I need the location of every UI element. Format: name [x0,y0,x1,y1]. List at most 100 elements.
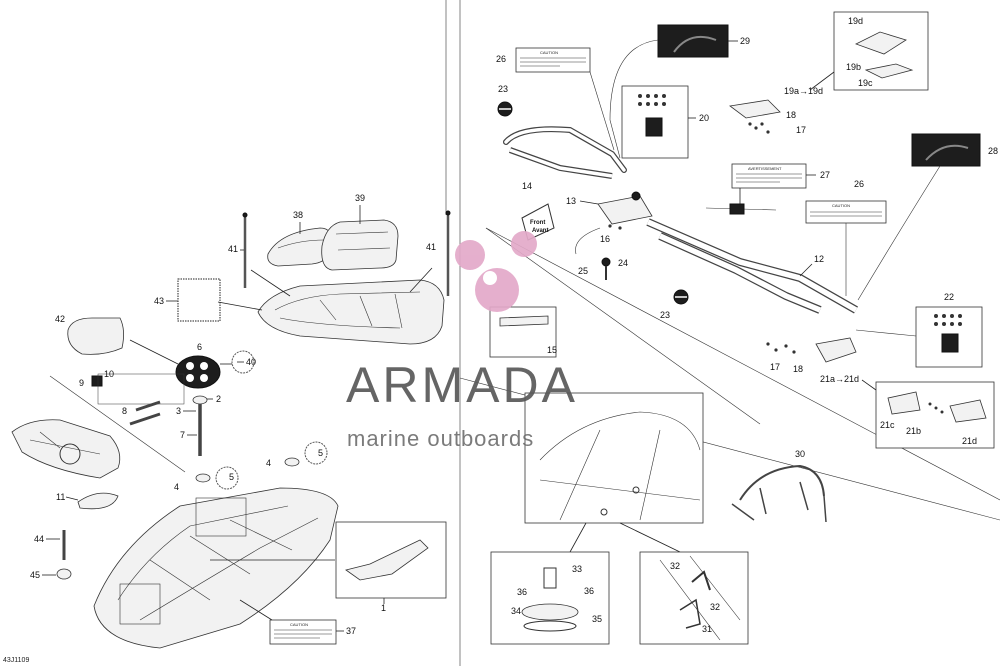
callout-27: 27 [820,170,830,180]
pole-41-right: 41 [426,210,451,296]
callout-4b: 4 [266,458,271,468]
decal-caution-37: CAUTION [290,622,308,627]
callout-22: 22 [944,292,954,302]
callout-37: 37 [346,626,356,636]
callout-25: 25 [578,266,588,276]
callout-32: 32 [670,561,680,571]
callout-17: 17 [796,125,806,135]
cover-43: 43 [154,278,221,322]
tower-detail-box [524,392,704,553]
callout-30: 30 [795,449,805,459]
decal-caution-26: CAUTION [540,50,558,55]
seat-cover-39: 39 [321,193,399,271]
callout-21b: 21b [906,426,921,436]
pole-41-left: 41 [228,212,248,288]
callout-23b: 23 [660,310,670,320]
callout-41: 41 [228,244,238,254]
callout-33: 33 [572,564,582,574]
callout-8: 8 [122,406,127,416]
callout-19d: 19d [848,16,863,26]
dark-decal-29: 29 [609,24,750,159]
part-33-36-box: 33 36 36 34 35 [490,551,610,645]
frame-13: 13 16 [566,191,653,244]
armada-watermark: ARMADA marine outboards [346,231,578,451]
callout-15: 15 [547,345,557,355]
callout-38: 38 [293,210,303,220]
warning-decal-27: AVERTISSEMENT 27 [731,163,830,206]
boat-top-view [217,267,445,345]
callout-31: 31 [702,624,712,634]
part-4-5: 4 5 4 5 [174,441,328,492]
side-console: 11 [11,419,121,510]
cupholder-plate-6: 6 [175,342,221,389]
callout-45: 45 [30,570,40,580]
callout-21a-21d: 21a→21d [820,374,859,384]
decal-caution-26b: CAUTION [832,203,850,208]
dark-decal-28: 28 [857,133,998,301]
callout-44: 44 [34,534,44,544]
part-21-box: 21c 21b 21d [875,381,995,449]
callout-11: 11 [56,492,65,502]
decal-front: Front [530,220,545,226]
callout-26: 26 [496,54,506,64]
callout-35: 35 [592,614,602,624]
caution-decal-37: CAUTION 37 [239,599,356,645]
callout-20: 20 [699,113,709,123]
callout-19a-19d: 19a→19d [784,86,823,96]
part-9-10: 9 10 [79,369,185,405]
bimini-frame-30: 30 [731,449,827,523]
callout-41b: 41 [426,242,436,252]
callout-19b: 19b [846,62,861,72]
screw-40: 40 [220,350,256,374]
part-24-25: 24 25 [575,227,628,280]
callout-3: 3 [176,406,181,416]
rail-12: 12 [646,218,858,314]
callout-13: 13 [566,196,576,206]
caution-decal-26b: CAUTION 26 [805,179,887,296]
callout-9: 9 [79,378,84,388]
part-42: 42 [55,314,124,355]
part-23: 23 23 [497,84,689,320]
callout-21d: 21d [962,436,977,446]
part-19-box: 19d 19b 19c 19a→19d [784,11,929,96]
tower-14: 14 [503,126,627,191]
callout-5: 5 [229,472,234,482]
callout-42: 42 [55,314,65,324]
watermark-brand: ARMADA [346,357,578,413]
callout-7: 7 [180,430,185,440]
callout-23: 23 [498,84,508,94]
callout-28: 28 [988,146,998,156]
callout-18: 18 [786,110,796,120]
callout-29: 29 [740,36,750,46]
callout-6: 6 [197,342,202,352]
callout-17b: 17 [770,362,780,372]
diagram-code: 43J1109 [3,657,29,664]
callout-32b: 32 [710,602,720,612]
callout-19c: 19c [858,78,873,88]
decal-avertissement: AVERTISSEMENT [748,166,782,171]
callout-43: 43 [154,296,164,306]
callout-1: 1 [381,603,386,613]
callout-4: 4 [174,482,179,492]
post-assembly: 2 3 7 [176,394,221,456]
caution-decal-26: CAUTION 26 [496,47,615,151]
callout-2: 2 [216,394,221,404]
callout-26b: 26 [854,179,864,189]
boat-hull-main [93,487,339,649]
callout-36b: 36 [584,586,594,596]
part-8: 8 [122,400,161,426]
callout-39: 39 [355,193,365,203]
watermark-tagline: marine outboards [347,426,534,451]
part-22-box: 22 [855,292,983,368]
callout-24: 24 [618,258,628,268]
part-1-box: 1 [335,521,447,613]
part-44-45: 44 45 [30,530,72,580]
bracket-top: 18 17 [729,99,806,135]
part-31-32-box: 32 32 31 [639,551,749,645]
callout-12: 12 [814,254,824,264]
callout-5b: 5 [318,448,323,458]
decal-avant: Avant [532,228,548,234]
callout-34: 34 [511,606,521,616]
part-20-box: 20 [621,85,709,159]
